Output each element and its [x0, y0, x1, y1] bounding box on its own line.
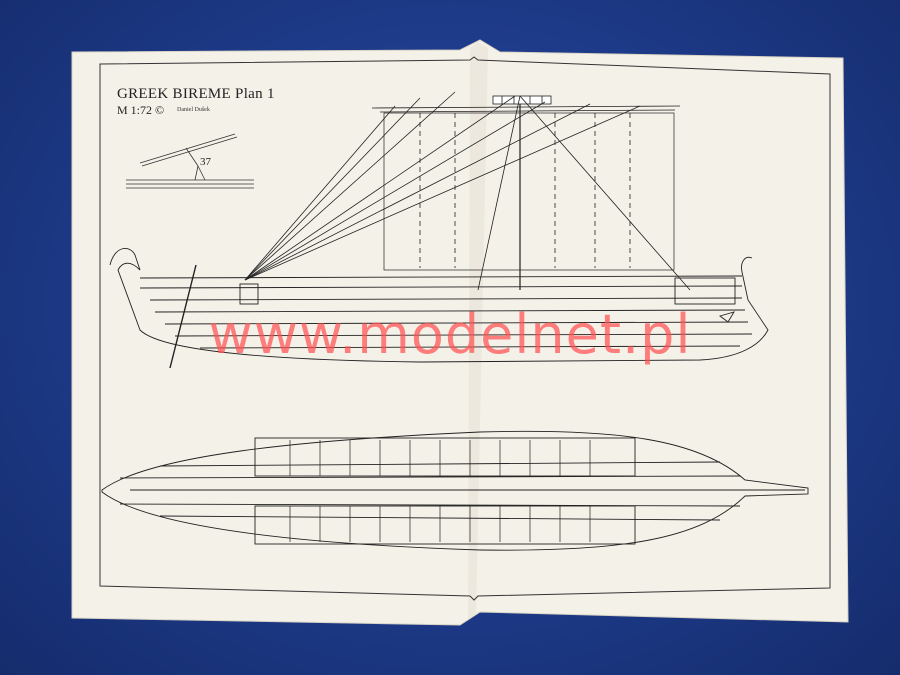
rower-benches — [289, 440, 591, 542]
hull-side-view — [109, 248, 769, 369]
paper-fold — [468, 42, 488, 620]
part-number-label: 37 — [200, 156, 211, 168]
plan-border — [99, 56, 831, 601]
hull-top-view — [101, 430, 809, 551]
plan-scale: M 1:72 © — [117, 103, 165, 117]
watermark: www.modelnet.pl — [208, 303, 692, 366]
oar-detail — [126, 133, 254, 189]
plan-title: GREEK BIREME Plan 1 — [117, 86, 275, 102]
paper — [71, 39, 849, 626]
rigging — [244, 91, 691, 291]
plan-author: Daniel Dušek — [177, 107, 210, 113]
